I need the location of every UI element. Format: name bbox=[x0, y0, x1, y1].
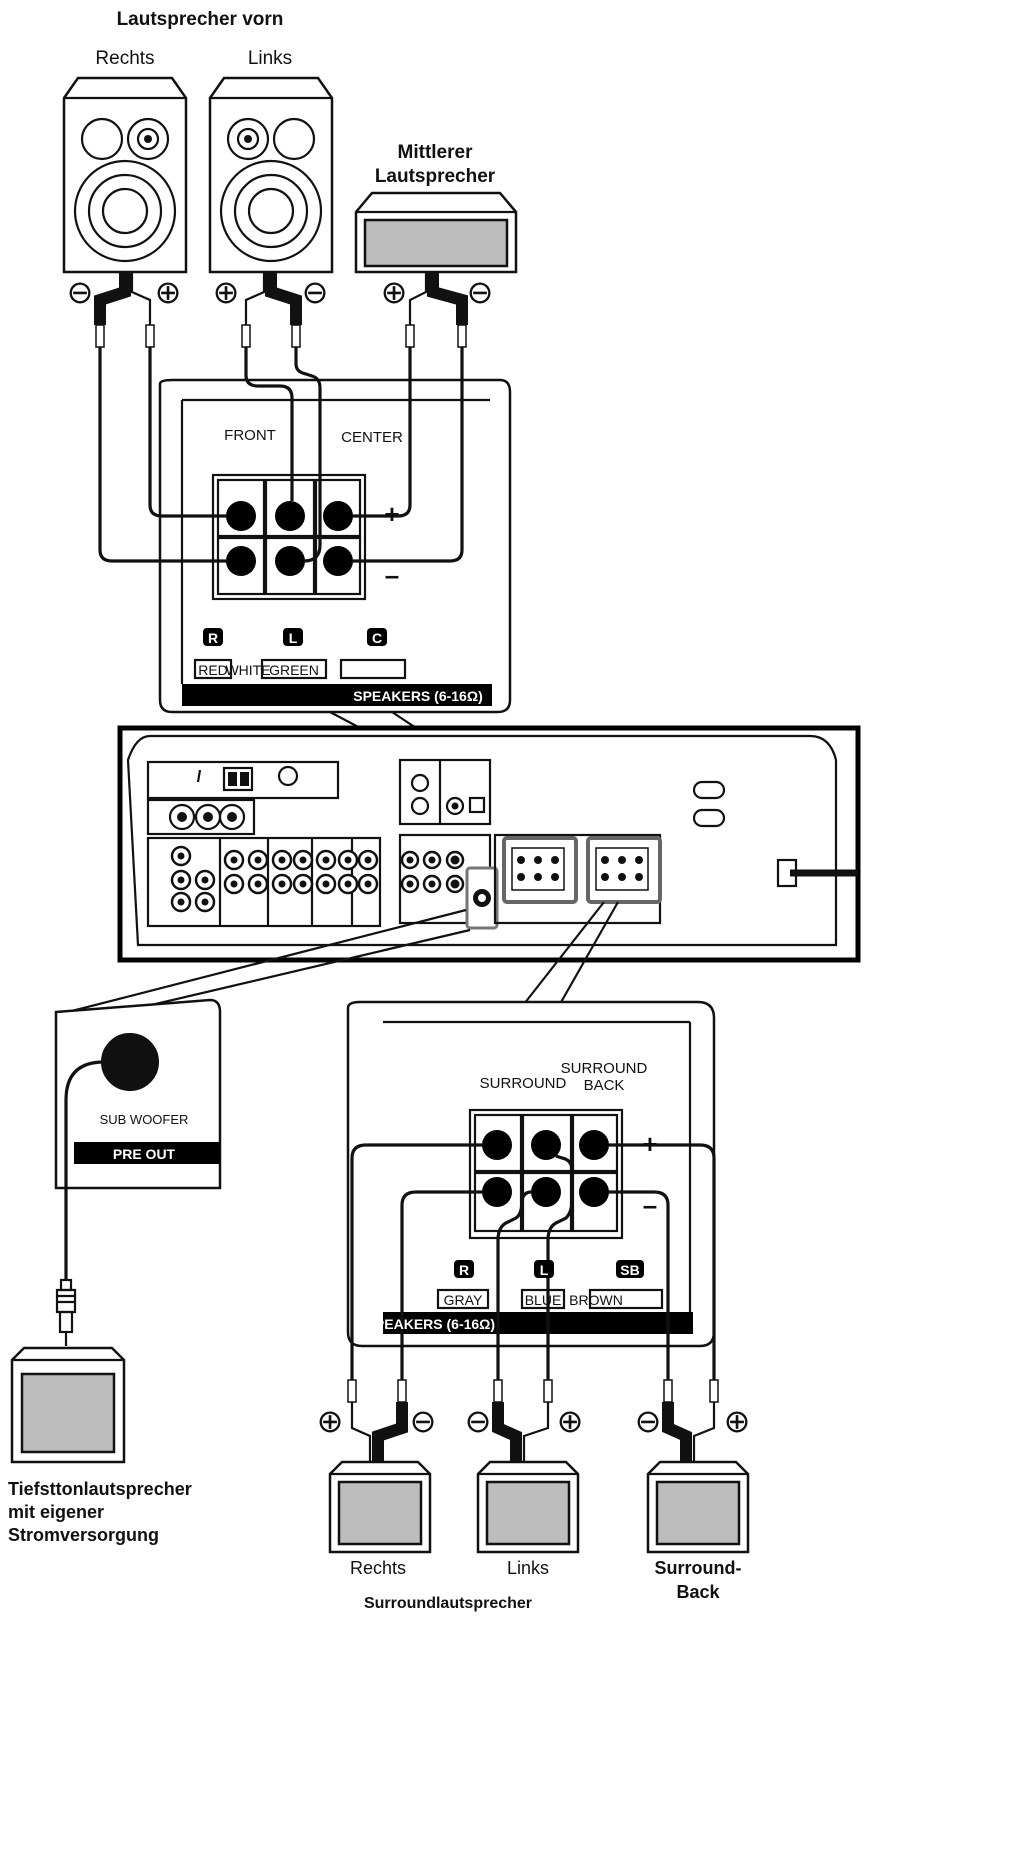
subwoofer-output-panel bbox=[54, 998, 222, 1190]
surround-wires bbox=[350, 1143, 716, 1380]
front-right-minus-symbol: ⊖ bbox=[67, 274, 94, 310]
front-left-speaker bbox=[208, 76, 334, 274]
surround-left-plus-symbol: ⊕ bbox=[557, 1403, 584, 1439]
center-speaker-title-line2: Lautsprecher bbox=[375, 166, 496, 187]
surround-back-panel-label-line1: SURROUND bbox=[561, 1060, 648, 1077]
surround-l-minus-terminal[interactable] bbox=[531, 1177, 561, 1207]
center-plus-terminal[interactable] bbox=[323, 501, 353, 531]
color-white-label: WHITE bbox=[225, 662, 270, 678]
surround-left-speaker bbox=[476, 1460, 580, 1554]
front-r-minus-terminal[interactable] bbox=[226, 546, 256, 576]
bottom-channel-badges bbox=[454, 1260, 644, 1278]
surround-r-minus-terminal[interactable] bbox=[482, 1177, 512, 1207]
subwoofer-speaker bbox=[10, 1346, 126, 1464]
surround-back-panel-label-line2: BACK bbox=[584, 1077, 625, 1094]
surround-left-minus-symbol: ⊖ bbox=[465, 1403, 492, 1439]
surround-callout-line-2 bbox=[559, 901, 619, 1005]
color-green-label: GREEN bbox=[269, 662, 319, 678]
surround-back-label-line1: Surround- bbox=[655, 1558, 742, 1578]
surround-terminal-block bbox=[468, 1108, 624, 1240]
center-speaker bbox=[354, 191, 518, 274]
badge-c-top: C bbox=[372, 630, 382, 646]
center-panel-label: CENTER bbox=[341, 429, 403, 446]
top-minus-sign: – bbox=[385, 560, 399, 590]
color-red-label: RED bbox=[198, 662, 228, 678]
center-plus-symbol: ⊕ bbox=[381, 274, 408, 310]
color-gray-label: GRAY bbox=[444, 1292, 483, 1308]
sub-woofer-label: SUB WOOFER bbox=[100, 1112, 189, 1127]
badge-r-bottom: R bbox=[459, 1262, 469, 1278]
front-r-plus-terminal[interactable] bbox=[226, 501, 256, 531]
surround-right-speaker bbox=[328, 1460, 432, 1554]
front-left-minus-symbol: ⊖ bbox=[302, 274, 329, 310]
badge-l-top: L bbox=[289, 630, 298, 646]
front-speaker-cables bbox=[94, 272, 468, 325]
front-left-label: Links bbox=[248, 48, 292, 69]
surround-left-label: Links bbox=[507, 1558, 549, 1578]
surround-r-plus-terminal[interactable] bbox=[482, 1130, 512, 1160]
rca-plug bbox=[55, 1278, 77, 1346]
surround-back-minus-terminal[interactable] bbox=[579, 1177, 609, 1207]
cable-ends-bottom bbox=[347, 1379, 719, 1403]
sub-callout-line-1 bbox=[59, 908, 467, 1016]
center-speaker-title-line1: Mittlerer bbox=[398, 142, 474, 163]
front-panel-label: FRONT bbox=[224, 427, 276, 444]
receiver-rear-panel bbox=[117, 725, 861, 963]
surround-right-minus-symbol: ⊖ bbox=[410, 1403, 437, 1439]
color-brown-label: BROWN bbox=[569, 1292, 623, 1308]
badge-sb-bottom: SB bbox=[620, 1262, 639, 1278]
front-l-minus-terminal[interactable] bbox=[275, 546, 305, 576]
front-l-plus-terminal[interactable] bbox=[275, 501, 305, 531]
subwoofer-cable bbox=[64, 1060, 105, 1280]
surround-back-plus-symbol: ⊕ bbox=[724, 1403, 751, 1439]
sub-callout-line-2 bbox=[129, 928, 471, 1012]
surround-callout-line-1 bbox=[523, 901, 605, 1005]
top-plus-sign: + bbox=[384, 499, 399, 529]
top-channel-badges bbox=[203, 628, 387, 646]
front-right-plus-symbol: ⊕ bbox=[155, 274, 182, 310]
center-minus-symbol: ⊖ bbox=[467, 274, 494, 310]
surround-back-speaker bbox=[646, 1460, 750, 1554]
surround-panel-label: SURROUND bbox=[480, 1075, 567, 1092]
center-minus-terminal[interactable] bbox=[323, 546, 353, 576]
front-left-plus-symbol: ⊕ bbox=[213, 274, 240, 310]
bottom-minus-sign: – bbox=[643, 1190, 657, 1220]
front-speakers-title: Lautsprecher vorn bbox=[117, 9, 284, 30]
surround-back-plus-terminal[interactable] bbox=[579, 1130, 609, 1160]
pre-out-label: PRE OUT bbox=[113, 1146, 176, 1162]
surround-l-plus-terminal[interactable] bbox=[531, 1130, 561, 1160]
subwoofer-title-line2: mit eigener bbox=[8, 1502, 104, 1522]
cable-ends-top bbox=[95, 324, 467, 348]
front-terminal-block bbox=[211, 473, 367, 601]
front-right-speaker bbox=[62, 76, 188, 274]
surround-speaker-cables bbox=[350, 1402, 716, 1462]
front-right-label: Rechts bbox=[95, 48, 154, 69]
surround-speakers-title: Surroundlautsprecher bbox=[364, 1595, 532, 1612]
surround-right-plus-symbol: ⊕ bbox=[317, 1403, 344, 1439]
badge-l-bottom: L bbox=[540, 1262, 549, 1278]
badge-r-top: R bbox=[208, 630, 218, 646]
speakers-impedance-bottom: PEAKERS (6-16Ω) bbox=[375, 1316, 495, 1332]
surround-back-minus-symbol: ⊖ bbox=[635, 1403, 662, 1439]
speakers-impedance-top: SPEAKERS (6-16Ω) bbox=[353, 688, 482, 704]
subwoofer-title-line1: Tiefsttonlautsprecher bbox=[8, 1479, 192, 1499]
surround-right-label: Rechts bbox=[350, 1558, 406, 1578]
color-blue-label: BLUE bbox=[525, 1292, 562, 1308]
surround-back-label-line2: Back bbox=[676, 1582, 720, 1602]
subwoofer-title-line3: Stromversorgung bbox=[8, 1525, 159, 1545]
front-wires bbox=[98, 347, 464, 563]
